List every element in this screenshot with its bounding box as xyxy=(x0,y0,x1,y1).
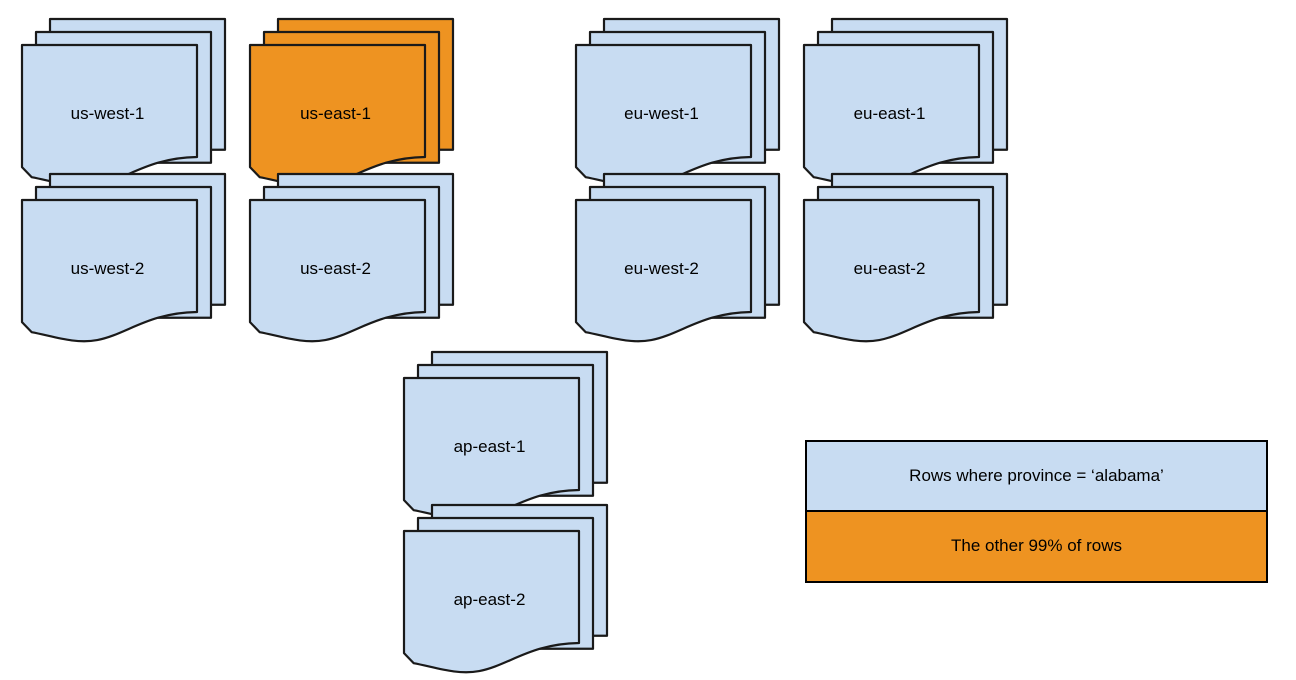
stack-graphic xyxy=(20,172,227,343)
region-stack-eu-east-2[interactable]: eu-east-2 xyxy=(802,172,1009,352)
region-stack-us-west-2[interactable]: us-west-2 xyxy=(20,172,227,352)
stack-graphic xyxy=(402,503,609,674)
sheet-front xyxy=(402,529,581,674)
sheet-front xyxy=(20,198,199,343)
region-stack-ap-east-1[interactable]: ap-east-1 xyxy=(402,350,609,530)
sheet-front xyxy=(20,43,199,188)
legend: Rows where province = ‘alabama’ The othe… xyxy=(805,440,1268,583)
stack-graphic xyxy=(802,172,1009,343)
legend-label-other: The other 99% of rows xyxy=(950,536,1123,556)
stack-graphic xyxy=(248,172,455,343)
sheet-front xyxy=(248,43,427,188)
legend-row-other: The other 99% of rows xyxy=(807,511,1266,581)
stack-graphic xyxy=(574,17,781,188)
region-stack-us-east-1[interactable]: us-east-1 xyxy=(248,17,455,197)
sheet-front xyxy=(574,198,753,343)
stack-graphic xyxy=(402,350,609,521)
region-stack-us-west-1[interactable]: us-west-1 xyxy=(20,17,227,197)
region-stack-us-east-2[interactable]: us-east-2 xyxy=(248,172,455,352)
legend-row-alabama: Rows where province = ‘alabama’ xyxy=(807,442,1266,512)
legend-label-alabama: Rows where province = ‘alabama’ xyxy=(909,465,1164,485)
stack-graphic xyxy=(802,17,1009,188)
region-stack-eu-west-1[interactable]: eu-west-1 xyxy=(574,17,781,197)
sheet-front xyxy=(802,198,981,343)
stack-graphic xyxy=(574,172,781,343)
sheet-front xyxy=(402,376,581,521)
region-stack-eu-west-2[interactable]: eu-west-2 xyxy=(574,172,781,352)
stack-graphic xyxy=(20,17,227,188)
sheet-front xyxy=(574,43,753,188)
stack-graphic xyxy=(248,17,455,188)
sheet-front xyxy=(248,198,427,343)
sheet-front xyxy=(802,43,981,188)
region-stack-ap-east-2[interactable]: ap-east-2 xyxy=(402,503,609,680)
region-stack-eu-east-1[interactable]: eu-east-1 xyxy=(802,17,1009,197)
